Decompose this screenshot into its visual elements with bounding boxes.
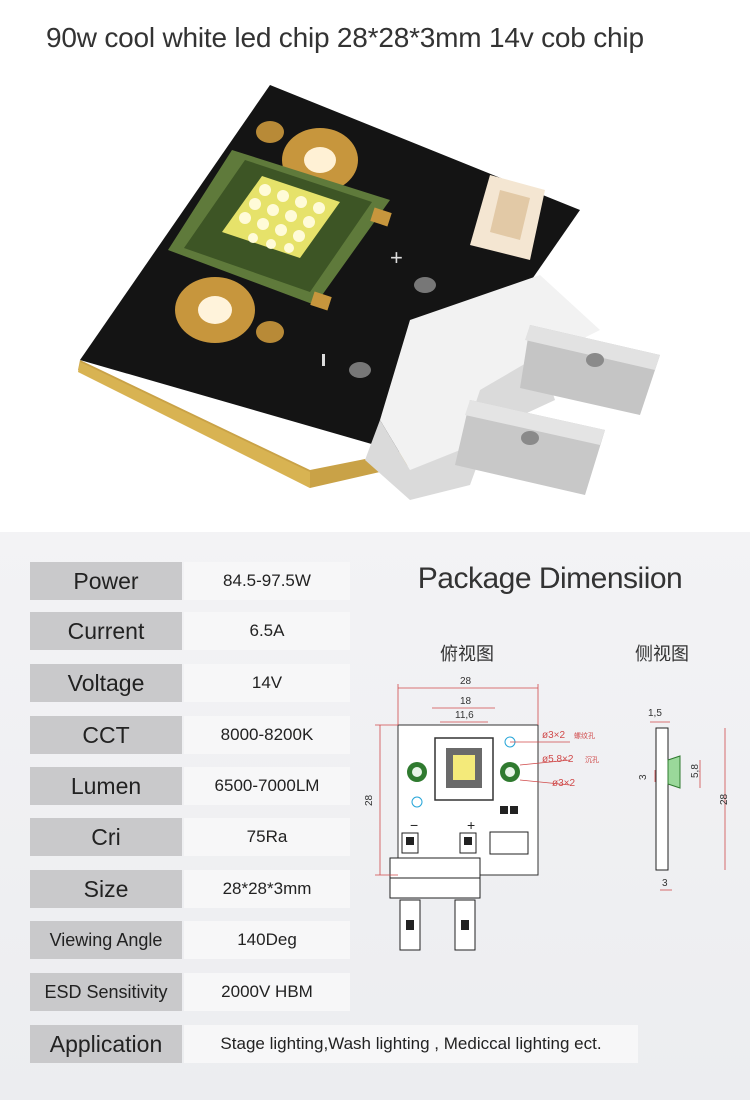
spec-row-current: Current 6.5A [30, 612, 360, 650]
spec-row-cct: CCT 8000-8200K [30, 716, 360, 754]
spec-value: 140Deg [184, 921, 350, 959]
package-dimension-diagram: 俯视图 侧视图 − + [364, 644, 730, 951]
spec-label: ESD Sensitivity [30, 973, 182, 1011]
dim-hole-1: ø3×2 [542, 730, 566, 741]
plus-mark: + [467, 817, 475, 833]
spec-value: 28*28*3mm [184, 870, 350, 908]
package-dimension-title: Package Dimensiion [417, 562, 683, 595]
spec-row-power: Power 84.5-97.5W [30, 562, 360, 600]
spec-row-esd-sensitivity: ESD Sensitivity 2000V HBM [30, 973, 360, 1011]
spec-label: Size [30, 870, 182, 908]
dim-hole-2: ø5.8×2 [542, 754, 574, 765]
svg-text:+: + [390, 245, 403, 270]
dim-side-5-8: 5,8 [690, 764, 701, 778]
led-die-array [222, 176, 340, 258]
spec-row-voltage: Voltage 14V [30, 664, 360, 702]
dim-side-1-5: 1,5 [648, 708, 662, 719]
dim-width-18: 18 [460, 696, 472, 707]
side-view-label: 侧视图 [635, 644, 689, 665]
product-title: 90w cool white led chip 28*28*3mm 14v co… [46, 22, 644, 53]
spec-value: 8000-8200K [184, 716, 350, 754]
dim-width-28: 28 [460, 676, 472, 687]
dim-hole-2-note: 沉孔 [585, 756, 599, 764]
spec-value: 2000V HBM [184, 973, 350, 1011]
spec-value: Stage lighting,Wash lighting , Mediccal … [184, 1025, 638, 1063]
spec-label: Application [30, 1025, 182, 1063]
spec-label: Viewing Angle [30, 921, 182, 959]
dim-height-28: 28 [364, 794, 375, 806]
dim-width-11-6: 11,6 [455, 710, 474, 721]
spec-value: 14V [184, 664, 350, 702]
spec-row-size: Size 28*28*3mm [30, 870, 360, 908]
dim-side-3: 3 [638, 774, 649, 780]
dim-side-bottom-3: 3 [662, 878, 668, 889]
spec-label: Power [30, 562, 182, 600]
spec-value: 75Ra [184, 818, 350, 856]
minus-mark: − [410, 817, 418, 833]
spec-label: Current [30, 612, 182, 650]
top-view-label: 俯视图 [440, 644, 494, 665]
spec-label: Cri [30, 818, 182, 856]
product-photo: + [78, 85, 660, 500]
spec-row-application: Application Stage lighting,Wash lighting… [30, 1025, 638, 1063]
dim-hole-3: ø3×2 [552, 778, 576, 789]
spec-row-viewing-angle: Viewing Angle 140Deg [30, 921, 360, 959]
dim-hole-1-note: 螺纹孔 [574, 731, 595, 740]
spec-row-cri: Cri 75Ra [30, 818, 360, 856]
spec-value: 6.5A [184, 612, 350, 650]
spec-label: CCT [30, 716, 182, 754]
dim-side-28: 28 [719, 793, 730, 805]
spec-row-lumen: Lumen 6500-7000LM [30, 767, 360, 805]
spec-label: Lumen [30, 767, 182, 805]
spec-label: Voltage [30, 664, 182, 702]
spec-value: 84.5-97.5W [184, 562, 350, 600]
spec-value: 6500-7000LM [184, 767, 350, 805]
